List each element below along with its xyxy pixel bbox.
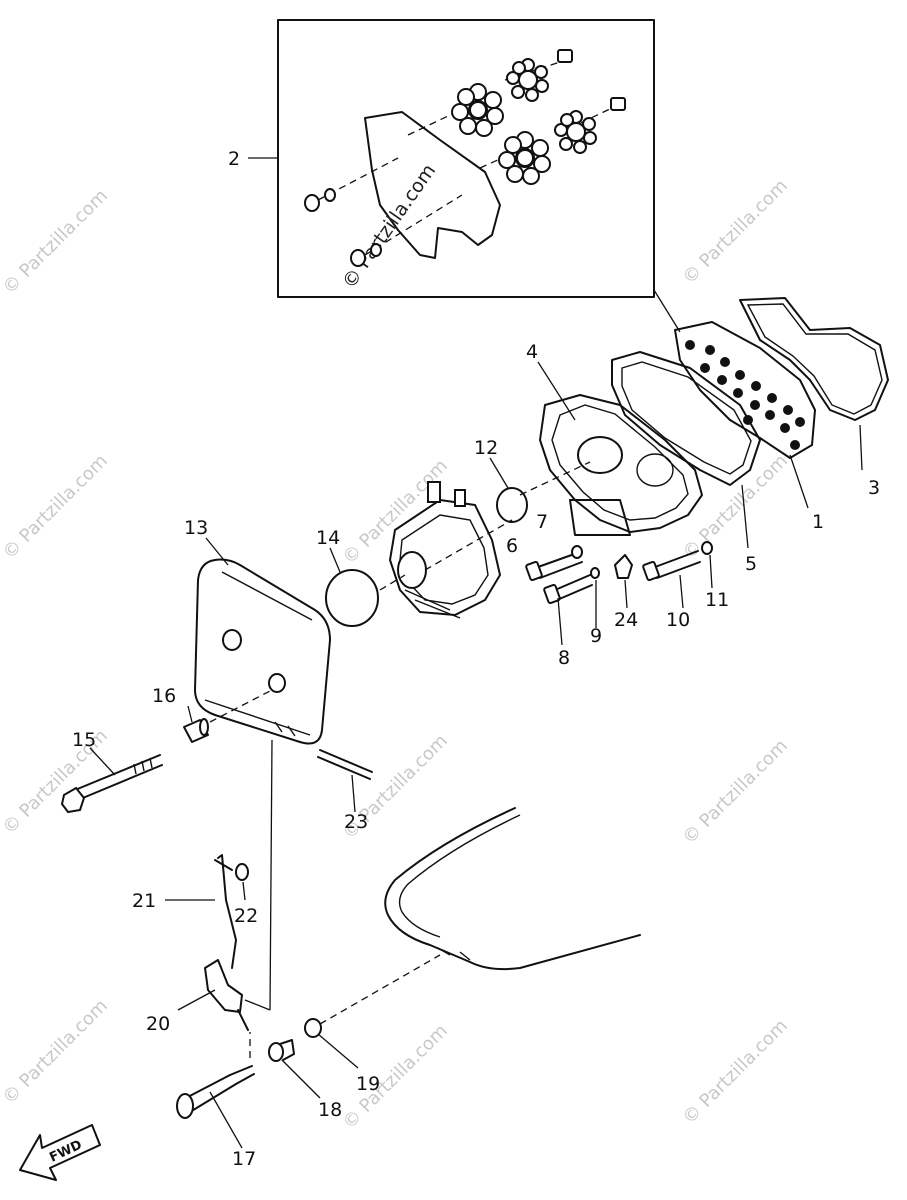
- part-1-reed-plate: [674, 321, 816, 459]
- washer-19: [304, 1018, 322, 1038]
- callout-19: 19: [356, 1073, 380, 1095]
- reed-petal: [498, 131, 551, 185]
- callout-17: 17: [232, 1148, 256, 1170]
- watermark: © Partzilla.com: [679, 735, 792, 848]
- pin-23: [317, 749, 373, 780]
- watermarks: © Partzilla.com © Partzilla.com © Partzi…: [0, 175, 792, 1133]
- bolt-10: [642, 550, 701, 582]
- callout-20: 20: [146, 1013, 170, 1035]
- bushing-18: [268, 1039, 295, 1062]
- part-13-silencer-cover: [194, 558, 331, 745]
- callout-4: 4: [526, 341, 538, 363]
- callout-11: 11: [705, 589, 729, 611]
- callout-5: 5: [745, 553, 757, 575]
- inset-box-reed-valve: © Partzilla.com: [277, 19, 655, 298]
- callout-8: 8: [558, 647, 570, 669]
- part-12-o-ring: [496, 487, 528, 523]
- clip-24: [614, 554, 633, 579]
- part-5-gasket: [611, 351, 761, 486]
- washer-11: [701, 541, 713, 555]
- callout-12: 12: [474, 437, 498, 459]
- callout-6: 6: [506, 535, 518, 557]
- reed-petal: [506, 58, 549, 102]
- callout-3: 3: [868, 477, 880, 499]
- part-3-gasket: [739, 297, 889, 421]
- reed-petal: [554, 110, 597, 154]
- callout-13: 13: [184, 517, 208, 539]
- callout-numbers: 1 2 3 4 5 6 7 8 9 10 11 12 13 14 15 16 1…: [72, 148, 880, 1170]
- callout-10: 10: [666, 609, 690, 631]
- callout-9: 9: [590, 625, 602, 647]
- callout-21: 21: [132, 890, 156, 912]
- callout-7: 7: [536, 511, 548, 533]
- callout-24: 24: [614, 609, 638, 631]
- callout-2: 2: [228, 148, 240, 170]
- watermark: © Partzilla.com: [679, 1015, 792, 1128]
- callout-18: 18: [318, 1099, 342, 1121]
- inset-watermark: © Partzilla.com: [338, 160, 440, 293]
- bolt-8: [543, 574, 593, 605]
- part-14-gasket: [325, 569, 379, 627]
- washer-9: [590, 567, 600, 579]
- washer-7: [571, 545, 583, 559]
- rod-21: [214, 854, 237, 969]
- callout-22: 22: [234, 905, 258, 927]
- watermark: © Partzilla.com: [0, 995, 112, 1108]
- engine-cowl: [384, 807, 641, 971]
- lever-20: [204, 959, 249, 1031]
- knob-17: [176, 1065, 255, 1119]
- bolt-15: [60, 754, 163, 814]
- callout-14: 14: [316, 527, 340, 549]
- watermark: © Partzilla.com: [0, 450, 112, 563]
- callout-16: 16: [152, 685, 176, 707]
- callout-15: 15: [72, 729, 96, 751]
- watermark: © Partzilla.com: [0, 185, 112, 298]
- callout-1: 1: [812, 511, 824, 533]
- reed-petal: [451, 83, 504, 137]
- watermark: © Partzilla.com: [679, 175, 792, 288]
- forward-arrow-icon: FWD: [19, 1124, 101, 1181]
- watermark: © Partzilla.com: [339, 455, 452, 568]
- nut-22: [235, 863, 249, 881]
- sleeve-16: [183, 718, 209, 743]
- part-4-intake-manifold: [539, 394, 703, 536]
- callout-leaders: [89, 157, 863, 1149]
- callout-23: 23: [344, 811, 368, 833]
